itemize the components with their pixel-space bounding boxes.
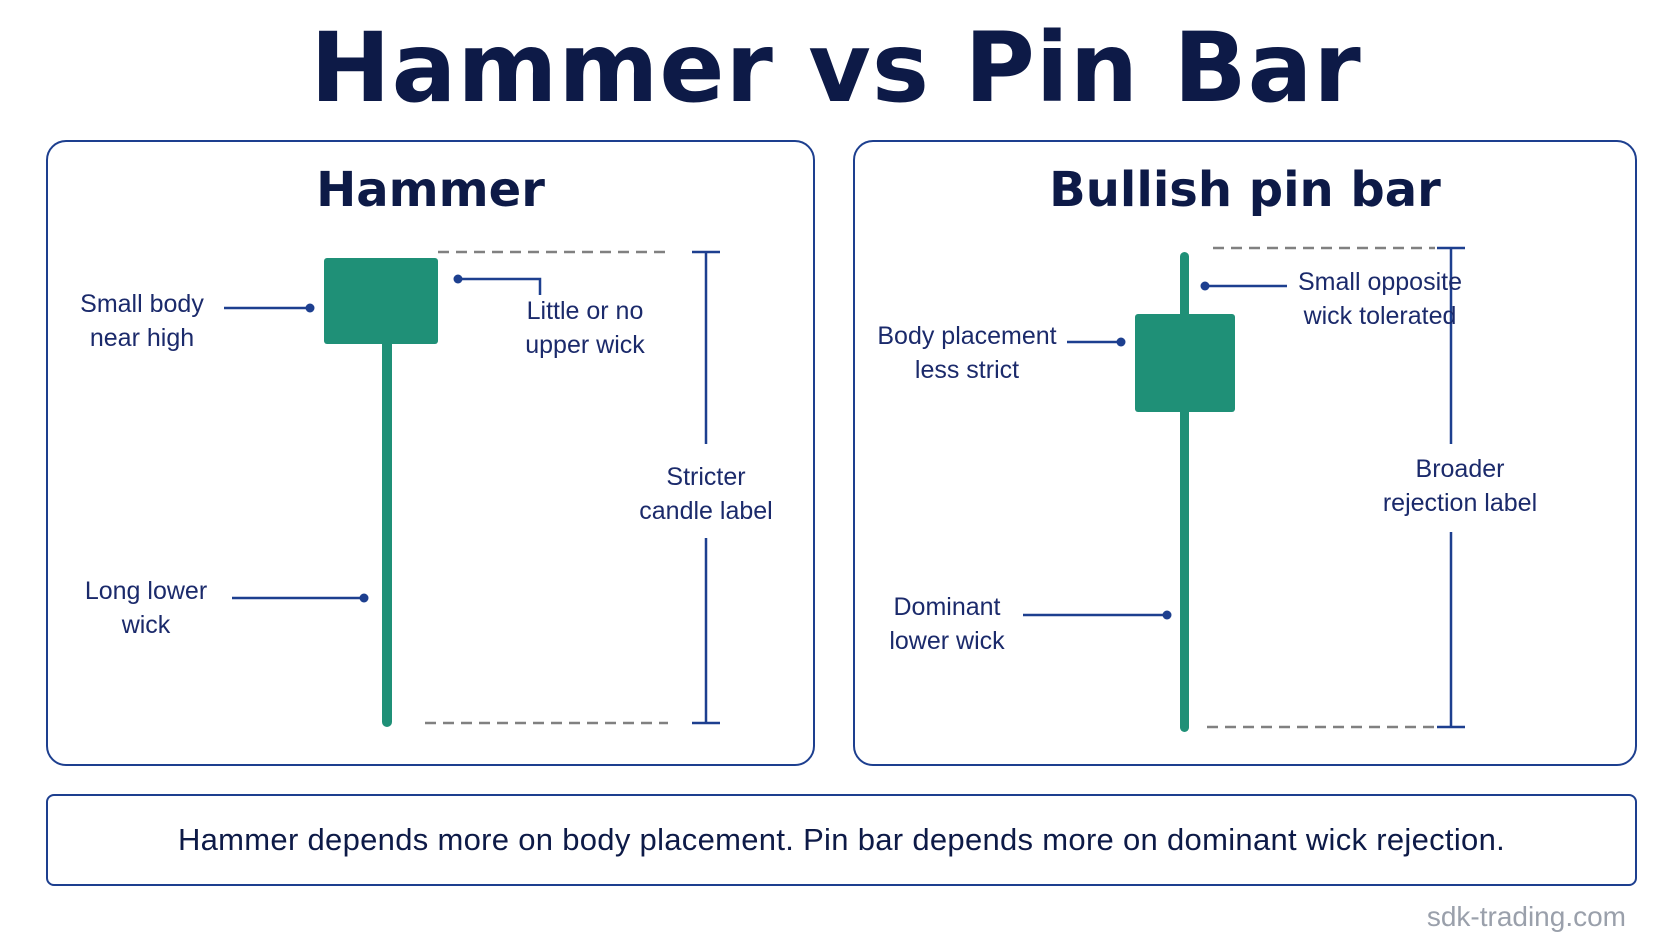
range-bracket	[692, 250, 720, 725]
upper-wick-label: Little or no upper wick	[500, 294, 670, 362]
lower-wick-leader	[232, 593, 369, 603]
small-body-label-line1: Small body	[80, 290, 204, 318]
body-placement-label: Body placement less strict	[877, 319, 1057, 387]
body-placement-label-line2: less strict	[914, 356, 1020, 384]
hammer-body	[324, 258, 438, 344]
small-body-label-line2: near high	[89, 324, 195, 352]
watermark: sdk-trading.com	[1426, 901, 1626, 932]
range-label: Broader rejection label	[1365, 452, 1555, 520]
lower-wick-label: Dominant lower wick	[877, 590, 1017, 658]
summary-text: Hammer depends more on body placement. P…	[177, 822, 1506, 857]
range-label-line2: candle label	[639, 497, 773, 525]
upper-wick-leader	[453, 274, 542, 295]
lower-wick-label-line2: wick	[121, 611, 171, 639]
range-label: Stricter candle label	[616, 460, 796, 528]
range-label-line2: rejection label	[1382, 489, 1538, 517]
range-bracket	[1437, 246, 1465, 729]
upper-wick-label-line1: Little or no	[526, 297, 644, 325]
hammer-lower-wick	[382, 328, 392, 727]
range-label-line1: Broader	[1415, 455, 1505, 483]
body-placement-leader	[1067, 337, 1126, 347]
hammer-diagram	[224, 250, 720, 727]
hammer-panel: Hammer Small body near high	[46, 140, 815, 766]
pin-bar-diagram	[1023, 246, 1465, 732]
lower-wick-leader	[1023, 610, 1172, 620]
summary-box: Hammer depends more on body placement. P…	[46, 794, 1637, 886]
opposite-wick-label-line1: Small opposite	[1298, 268, 1462, 296]
hammer-panel-title: Hammer	[316, 162, 545, 218]
upper-wick-label-line2: upper wick	[525, 331, 645, 359]
pin-bar-panel: Bullish pin bar Small opposite	[853, 140, 1637, 766]
page-title: Hammer vs Pin Bar	[310, 12, 1362, 124]
lower-wick-label-line1: Long lower	[84, 577, 208, 605]
pin-bar-panel-title: Bullish pin bar	[1049, 162, 1441, 218]
pin-bar-body	[1135, 314, 1235, 412]
opposite-wick-label-line2: wick tolerated	[1303, 302, 1457, 330]
small-body-leader	[224, 303, 315, 313]
range-label-line1: Stricter	[666, 463, 746, 491]
lower-wick-label-line2: lower wick	[889, 627, 1005, 655]
opposite-wick-leader	[1200, 281, 1287, 291]
opposite-wick-label: Small opposite wick tolerated	[1275, 265, 1485, 333]
small-body-label: Small body near high	[72, 287, 212, 355]
body-placement-label-line1: Body placement	[877, 322, 1057, 350]
lower-wick-label: Long lower wick	[76, 574, 216, 642]
lower-wick-label-line1: Dominant	[893, 593, 1001, 621]
